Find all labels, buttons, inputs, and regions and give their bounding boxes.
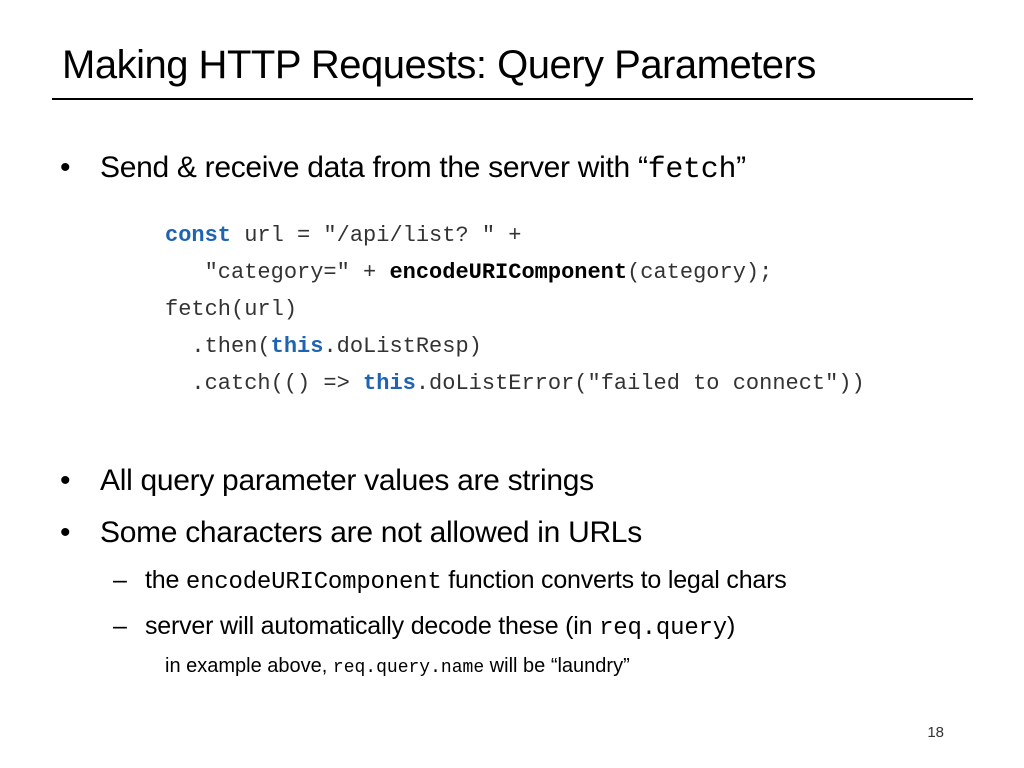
bullet-characters: • Some characters are not allowed in URLs <box>60 515 642 551</box>
sub-bullet-symbol: – <box>113 612 127 640</box>
bullet-text: All query parameter values are strings <box>100 464 594 497</box>
code-line-1: const url = "/api/list? " + <box>165 217 865 254</box>
code-text: (category); <box>627 260 773 285</box>
sub-bullet-encode: –the encodeURIComponent function convert… <box>113 564 787 599</box>
note-text: will be “laundry” <box>484 655 630 677</box>
sub-bullet-code: req.query <box>599 615 727 642</box>
code-line-2: "category=" + encodeURIComponent(categor… <box>165 254 865 291</box>
code-text: .doListResp) <box>323 334 482 359</box>
bullet-symbol: • <box>60 151 71 184</box>
code-text: "category=" + <box>165 260 390 285</box>
sub-bullet-text: ) <box>726 612 736 640</box>
sub-bullet-text: server will automatically decode these (… <box>145 612 600 640</box>
sub-bullet-code: encodeURIComponent <box>185 569 442 596</box>
code-keyword: this <box>363 371 416 396</box>
bullet-text: Some characters are not allowed in URLs <box>100 516 642 549</box>
note-code: req.query.name <box>332 658 485 678</box>
code-keyword: const <box>165 223 232 248</box>
code-line-3: fetch(url) <box>165 291 865 328</box>
code-text: .then( <box>165 334 271 359</box>
code-text: .doListError("failed to connect")) <box>415 371 865 396</box>
page-number: 18 <box>927 724 944 741</box>
code-line-4: .then(this.doListResp) <box>165 328 865 365</box>
example-note: in example above, req.query.name will be… <box>165 652 630 682</box>
slide-title: Making HTTP Requests: Query Parameters <box>62 43 816 87</box>
bullet-text: Send & receive data from the server with… <box>100 151 648 184</box>
bullet-fetch: • Send & receive data from the server wit… <box>60 150 746 188</box>
bullet-text-after: ” <box>736 151 746 184</box>
code-line-5: .catch(() => this.doListError("failed to… <box>165 365 865 402</box>
bullet-code: fetch <box>647 153 737 187</box>
bullet-symbol: • <box>60 464 71 497</box>
title-divider <box>52 98 973 100</box>
code-text: fetch(url) <box>165 297 298 322</box>
note-text: in example above, <box>165 655 333 677</box>
sub-bullet-decode: –server will automatically decode these … <box>113 610 735 645</box>
bullet-symbol: • <box>60 516 71 549</box>
bullet-strings: • All query parameter values are strings <box>60 463 594 499</box>
code-text: url = "/api/list? " + <box>231 223 522 248</box>
code-keyword: this <box>270 334 324 359</box>
sub-bullet-text: the <box>145 566 186 594</box>
sub-bullet-text: function converts to legal chars <box>441 566 787 594</box>
sub-bullet-symbol: – <box>113 566 127 594</box>
code-text: .catch(() => <box>165 371 364 396</box>
code-block: const url = "/api/list? " + "category=" … <box>165 217 865 402</box>
code-function: encodeURIComponent <box>389 260 628 285</box>
